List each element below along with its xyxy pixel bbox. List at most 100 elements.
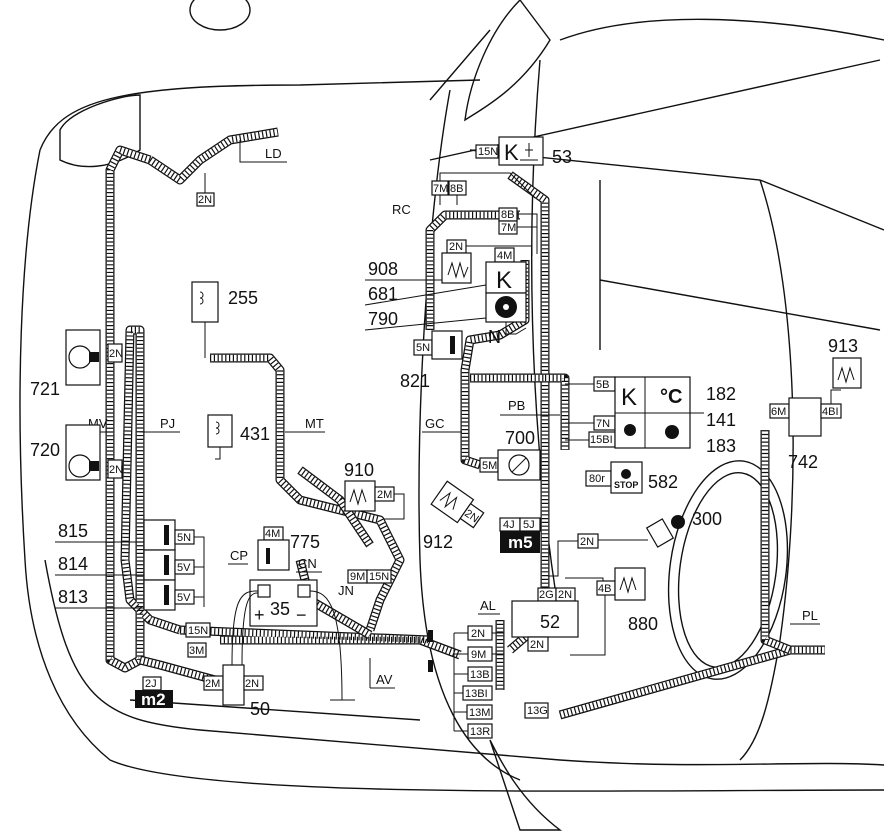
component-720-wiper-motor: 2N 720 <box>30 424 123 481</box>
label: 2G <box>539 589 554 601</box>
component-742: 6M 4BI 742 <box>769 389 842 472</box>
label: 15N <box>188 625 208 637</box>
label: 821 <box>400 371 430 391</box>
label: 5J <box>523 519 535 531</box>
label: 815 <box>58 521 88 541</box>
label: 2N <box>109 464 123 476</box>
harness-segment <box>148 128 279 184</box>
connector-block-AL: 2N 9M 13B 13BI 13M 13R 13G <box>428 625 549 739</box>
component-300-ignition-switch: 300 2N <box>548 509 722 577</box>
label: 6M <box>771 406 786 418</box>
harness-segment <box>210 354 404 632</box>
label: AL <box>480 598 496 613</box>
label: 9M <box>350 571 365 583</box>
label: m2 <box>141 690 166 709</box>
label: 908 <box>368 259 398 279</box>
label: 813 <box>58 587 88 607</box>
label: 13B <box>470 669 490 681</box>
label: 13R <box>470 726 490 738</box>
label: 183 <box>706 436 736 456</box>
label: PJ <box>160 416 175 431</box>
label: 182 <box>706 384 736 404</box>
temperature-icon: °C <box>660 386 682 408</box>
connector-7M-8B: 7M 8B 8B 7M <box>431 172 538 254</box>
label: 13BI <box>465 688 488 700</box>
label: m5 <box>508 533 533 552</box>
label: 4BI <box>822 406 839 418</box>
connector-label: 15N <box>478 146 498 158</box>
label: 7M <box>501 222 516 234</box>
label: 2N <box>449 241 463 253</box>
harness-segment <box>139 656 216 684</box>
label: 35 <box>270 599 290 619</box>
gear-icon <box>624 424 636 436</box>
label: 9M <box>471 649 486 661</box>
label: 2N <box>471 628 485 640</box>
relay-k-icon: K <box>496 267 512 294</box>
harness-segment <box>470 374 569 450</box>
label: RC <box>392 202 411 217</box>
ground-m2: 2J m2 <box>135 676 173 709</box>
label: LD <box>265 146 282 161</box>
label: CN <box>298 556 317 571</box>
component-681-790-blower: 4M K 681 790 N <box>364 247 527 347</box>
label: 141 <box>706 410 736 430</box>
key-icon <box>671 515 685 529</box>
label: PB <box>508 398 525 413</box>
relay-k-icon: K <box>621 384 637 411</box>
label: 2J <box>145 678 157 690</box>
label: 431 <box>240 424 270 444</box>
label: 910 <box>344 460 374 480</box>
harness-segment <box>559 646 825 719</box>
label: 880 <box>628 614 658 634</box>
label: 13M <box>469 707 490 719</box>
wiring-harness <box>105 127 825 720</box>
label: 2N <box>530 639 544 651</box>
component-number: 53 <box>552 147 572 167</box>
steering-wheel <box>667 460 789 680</box>
label: − <box>296 605 307 625</box>
thermometer-icon <box>520 143 538 161</box>
component-number: 912 <box>423 532 453 552</box>
label: GC <box>425 416 445 431</box>
label: 7M <box>433 183 448 195</box>
label: + <box>254 605 265 625</box>
label: 3M <box>189 645 204 657</box>
component-431: 431 <box>207 414 270 460</box>
label: 2M <box>205 678 220 690</box>
component-52: 2G 2N 52 2N <box>511 587 579 652</box>
label: AV <box>376 672 393 687</box>
label: JN <box>338 583 354 598</box>
harness-segment <box>179 626 462 659</box>
label: 4B <box>598 583 611 595</box>
fan-icon <box>665 425 679 439</box>
label: 5N <box>177 532 191 544</box>
label: 5N <box>416 342 430 354</box>
component-50-relay: 2M 2N 50 <box>203 664 270 719</box>
label: 913 <box>828 336 858 356</box>
label: 15N <box>369 571 389 583</box>
label: 5V <box>177 592 191 604</box>
component-53-coolant-temp-switch: 15N K 53 <box>475 136 572 167</box>
component-821-relay: 5N 821 <box>400 330 463 391</box>
harness-segment <box>298 467 373 547</box>
component-775: 4M 775 <box>257 526 320 571</box>
label: 2N <box>558 589 572 601</box>
component-255: 255 <box>191 281 258 358</box>
label: PL <box>802 608 818 623</box>
harness-segment <box>559 646 825 719</box>
label: 5B <box>596 379 609 391</box>
connector-2N-LD: 2N <box>196 173 215 207</box>
component-182-183-climate-unit: 5B 7N 15BI K °C 182 141 183 <box>565 376 736 456</box>
label: 2N <box>580 536 594 548</box>
label: 50 <box>250 699 270 719</box>
harness-labels: RC LD MV PJ MT GC PB CP CN JN AL AV PL <box>82 140 820 689</box>
label: 8B <box>501 209 514 221</box>
stop-icon: STOP <box>614 480 638 490</box>
label: 7N <box>596 418 610 430</box>
label: 582 <box>648 472 678 492</box>
components-815-814-813: 5N 5V 5V 815 814 813 <box>55 519 205 611</box>
component-912: 2N <box>430 480 485 529</box>
component-582-stop-switch: 80r STOP 582 <box>585 461 678 494</box>
